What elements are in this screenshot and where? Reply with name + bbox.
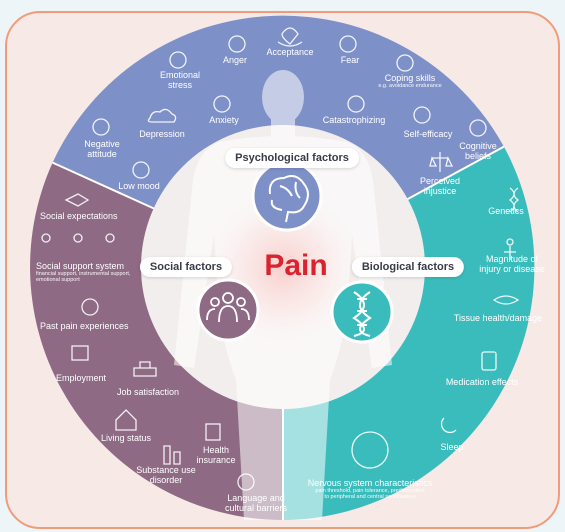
social-support-system-label: Social support system financial support,… — [36, 261, 132, 283]
emotional-stress-label: Emotional stress — [152, 70, 208, 90]
genetics-label: Genetics — [488, 206, 524, 216]
tissue-health-label: Tissue health/damage — [454, 313, 542, 323]
language-cultural-barriers-label: Language and cultural barriers — [216, 493, 296, 513]
cognitive-beliefs-label: Cognitive beliefs — [452, 141, 504, 161]
nervous-system-label: Nervous system characteristics pain thre… — [308, 478, 433, 500]
employment-label: Employment — [56, 373, 106, 383]
health-insurance-label: Health insurance — [191, 445, 241, 465]
anger-label: Anger — [223, 55, 247, 65]
biological-factors-label: Biological factors — [352, 257, 464, 277]
pain-center-label: Pain — [264, 249, 327, 283]
fear-label: Fear — [341, 55, 360, 65]
living-status-label: Living status — [101, 433, 151, 443]
self-efficacy-label: Self-efficacy — [404, 129, 453, 139]
negative-attitude-label: Negative attitude — [74, 139, 130, 159]
people-circle — [198, 280, 258, 340]
coping-skills-label: Coping skills e.g. avoidance endurance — [378, 73, 441, 89]
job-satisfaction-label: Job satisfaction — [117, 387, 179, 397]
past-pain-experiences-label: Past pain experiences — [40, 321, 129, 331]
depression-label: Depression — [139, 129, 185, 139]
perceived-injustice-label: Perceived injustice — [414, 176, 466, 196]
anxiety-label: Anxiety — [209, 115, 239, 125]
medication-effects-label: Medication effects — [446, 377, 518, 387]
acceptance-label: Acceptance — [266, 47, 313, 57]
social-factors-label: Social factors — [140, 257, 232, 277]
sleep-label: Sleep — [440, 442, 463, 452]
low-mood-label: Low mood — [118, 181, 160, 191]
substance-use-disorder-label: Substance use disorder — [135, 465, 197, 485]
social-expectations-label: Social expectations — [40, 211, 118, 221]
psychological-factors-label: Psychological factors — [225, 148, 359, 168]
magnitude-injury-label: Magnitude of injury or disease — [476, 254, 548, 274]
catastrophizing-label: Catastrophizing — [323, 115, 386, 125]
